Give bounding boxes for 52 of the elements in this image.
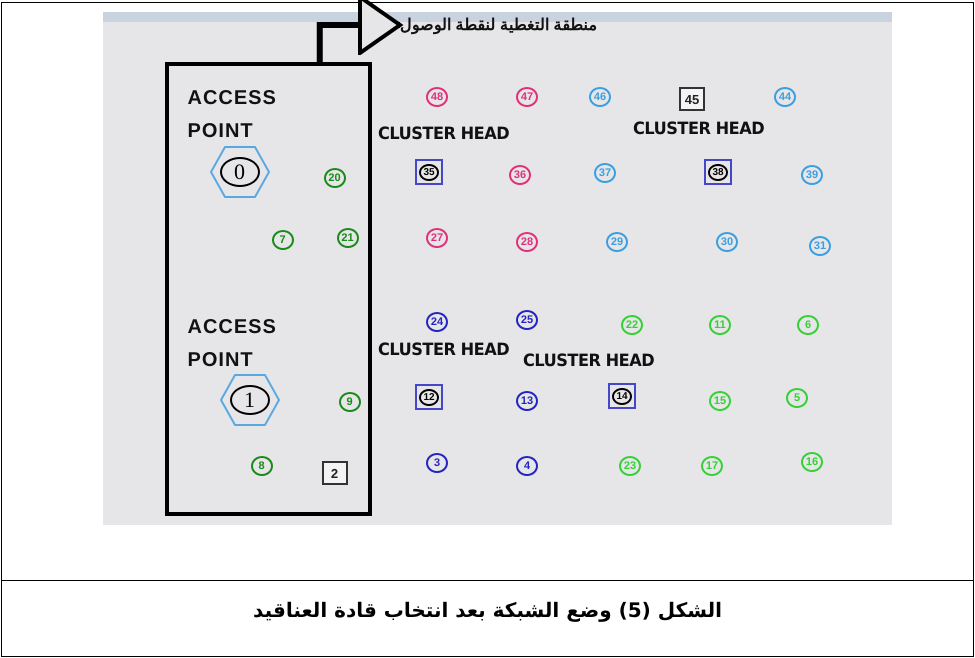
sensor-node-circle: 48 xyxy=(426,87,448,107)
sensor-node-circle: 15 xyxy=(709,391,731,411)
node-number: 0 xyxy=(220,157,260,187)
sensor-node-circle: 16 xyxy=(801,452,823,472)
cluster-head-node xyxy=(415,159,443,185)
cluster-head-node xyxy=(608,383,636,409)
cluster-head-label: CLUSTER HEAD xyxy=(633,119,764,139)
cluster-head-label: CLUSTER HEAD xyxy=(378,124,510,144)
sensor-node-circle: 3 xyxy=(426,453,448,473)
sensor-node-circle: 23 xyxy=(619,456,641,476)
sensor-node-circle: 31 xyxy=(809,236,831,256)
sensor-node-circle: 20 xyxy=(324,168,346,188)
node-number: 12 xyxy=(419,388,439,406)
figure-caption: الشكل (5) وضع الشبكة بعد انتخاب قادة العناقيد xyxy=(253,598,722,622)
sensor-node-circle: 9 xyxy=(338,392,360,412)
cluster-head-label: CLUSTER HEAD xyxy=(523,351,654,371)
access-point-region xyxy=(164,62,372,516)
sensor-node-circle: 24 xyxy=(426,312,448,332)
sensor-node-circle: 17 xyxy=(701,456,723,476)
sensor-node-circle: 29 xyxy=(606,232,628,252)
node-number: 14 xyxy=(612,388,632,404)
sensor-node-circle: 21 xyxy=(336,228,358,248)
numbered-square-node: 45 xyxy=(679,87,705,111)
node-number: 35 xyxy=(419,164,439,180)
cluster-head-label: CLUSTER HEAD xyxy=(378,340,510,360)
sensor-node-circle: 44 xyxy=(774,87,796,107)
cluster-head-node xyxy=(415,384,443,410)
access-point-label: ACCESS POINT xyxy=(188,315,278,373)
node-number: 1 xyxy=(230,385,270,415)
sensor-node-circle: 28 xyxy=(516,232,538,252)
sensor-node-circle: 30 xyxy=(716,232,738,252)
node-number: 38 xyxy=(708,164,728,180)
block-arrow xyxy=(316,0,402,62)
sensor-node-circle: 37 xyxy=(594,163,616,183)
sensor-node-circle: 8 xyxy=(250,456,272,476)
sensor-node-circle: 27 xyxy=(426,228,448,248)
sensor-node-circle: 6 xyxy=(797,315,819,335)
sensor-node-circle: 13 xyxy=(516,391,538,411)
sensor-node-circle: 25 xyxy=(516,310,538,330)
sensor-node-circle: 11 xyxy=(709,315,731,335)
sensor-node-circle: 4 xyxy=(516,456,538,476)
sensor-node-circle: 5 xyxy=(786,388,808,408)
sensor-node-circle: 7 xyxy=(272,230,294,250)
coverage-area-label: منطقة التغطية لنقطة الوصول xyxy=(400,15,598,35)
sensor-node-circle: 46 xyxy=(589,87,611,107)
sensor-node-circle: 22 xyxy=(621,315,643,335)
cluster-head-node xyxy=(704,159,732,185)
numbered-square-node: 2 xyxy=(322,461,348,485)
sensor-node-circle: 47 xyxy=(516,87,538,107)
sensor-node-circle: 39 xyxy=(801,165,823,185)
sensor-node-circle: 36 xyxy=(509,165,531,185)
access-point-label: ACCESS POINT xyxy=(188,86,278,144)
